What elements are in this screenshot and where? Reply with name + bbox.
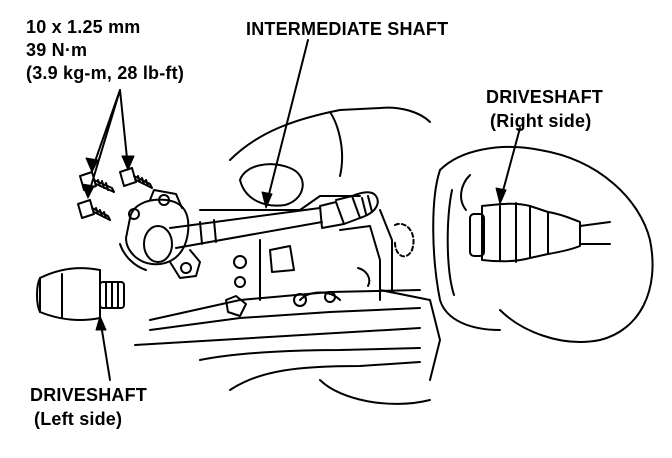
torque-alt-label: (3.9 kg-m, 28 lb-ft) [26, 63, 185, 83]
driveshaft-right-shape [469, 202, 611, 263]
driveshaft-left-label: DRIVESHAFT [30, 385, 148, 405]
transmission-housing [134, 106, 441, 405]
arrowheads [81, 155, 507, 331]
intermediate-shaft-shape [119, 189, 379, 279]
bolt-2 [119, 167, 153, 189]
torque-nm-label: 39 N·m [26, 40, 88, 60]
driveshaft-left-side-label: (Left side) [34, 409, 123, 429]
bolt-3 [77, 199, 111, 221]
bolt-size-label: 10 x 1.25 mm [26, 17, 141, 37]
intermediate-shaft-label: INTERMEDIATE SHAFT [246, 19, 449, 39]
driveshaft-left-shape [36, 267, 125, 321]
driveshaft-right-label: DRIVESHAFT [486, 87, 604, 107]
right-knuckle [432, 145, 654, 343]
driveshaft-right-side-label: (Right side) [490, 111, 592, 131]
bolt-1 [79, 171, 115, 193]
